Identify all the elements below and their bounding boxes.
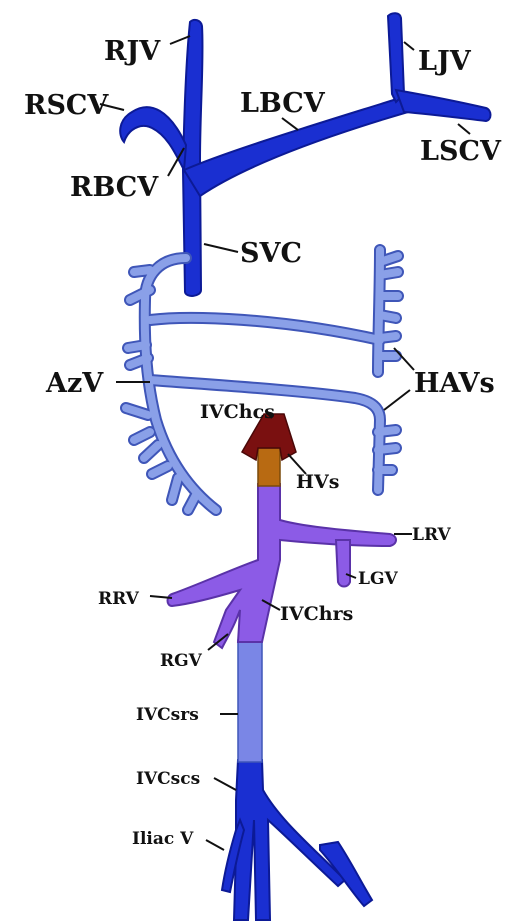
lgv-vessel <box>336 540 350 587</box>
label-svc: SVC <box>240 238 302 269</box>
label-rgv: RGV <box>160 651 203 671</box>
label-lbcv: LBCV <box>240 88 326 119</box>
ivc-subrenal-segment <box>238 640 262 762</box>
label-ljv: LJV <box>418 46 472 77</box>
label-rbcv: RBCV <box>70 172 159 203</box>
label-ivchrs: IVChrs <box>280 603 353 625</box>
label-lgv: LGV <box>358 569 398 589</box>
label-ivchcs: IVChcs <box>200 401 275 423</box>
label-iliac-v: Iliac V <box>132 829 194 849</box>
label-rscv: RSCV <box>24 90 109 121</box>
label-ivcscs: IVCscs <box>136 769 200 789</box>
label-azv: AzV <box>45 368 104 399</box>
label-rrv: RRV <box>98 589 140 609</box>
ljv-vessel <box>388 13 404 102</box>
label-rjv: RJV <box>104 36 161 67</box>
label-lscv: LSCV <box>420 136 502 167</box>
label-ivcsrs: IVCsrs <box>136 705 199 725</box>
iliac-veins <box>234 760 345 920</box>
lscv-vessel <box>396 90 491 121</box>
label-lrv: LRV <box>412 525 451 545</box>
label-hvs: HVs <box>296 471 339 493</box>
label-havs: HAVs <box>414 368 495 399</box>
ivc-hepatic-segment <box>258 448 280 486</box>
